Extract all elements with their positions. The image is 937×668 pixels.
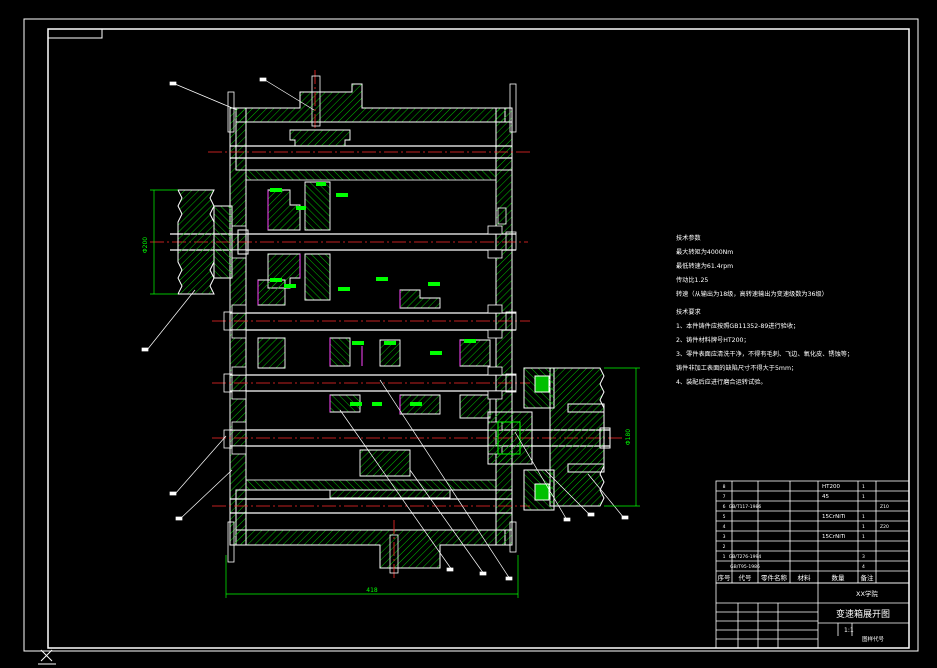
centerlines: [150, 70, 625, 580]
left-v-belt-pulley: [177, 189, 249, 295]
right-v-belt-pulley: [487, 367, 611, 511]
leader-lines: [141, 77, 629, 581]
bom-cell-mass: 1: [862, 514, 865, 520]
bom-cell-no: 6: [723, 504, 726, 510]
dimension-lines: [150, 189, 640, 598]
technical-notes: 技术参数 最大转矩为4000Nm 最低转速为61.4rpm 传动比1.25 转速…: [676, 232, 936, 390]
requirement-line: 铸件非加工表面的缺陷尺寸不得大于5mm；: [676, 365, 798, 372]
dimension-right-pulley: Φ180: [625, 429, 632, 445]
bom-header-cell: 零件名称: [761, 573, 788, 582]
param-line: 最大转矩为4000Nm: [676, 249, 734, 256]
drawing-title: 变速箱展开图: [836, 608, 890, 620]
bom-cell-mass: 1: [862, 524, 865, 530]
bom-header-cell: 代号: [739, 573, 753, 582]
bom-cell-code: GB/T95-1986: [730, 564, 760, 570]
bom-header-cell: 数量: [832, 573, 846, 582]
requirement-line: 2、铸件材料牌号HT200；: [676, 337, 750, 344]
scale-value: 1:1: [844, 627, 854, 634]
requirement-line: 3、零件表面应清洗干净，不得有毛刺、飞边、氧化皮、锈蚀等；: [676, 351, 854, 358]
param-line: 传动比1.25: [676, 277, 709, 284]
bom-cell-material: 15CrNiTi: [822, 514, 846, 520]
bom-cell-material: 15CrNiTi: [822, 534, 846, 540]
requirement-line: 4、装配后应进行磨合运转试验。: [676, 379, 767, 386]
dimension-width: 418: [366, 587, 378, 594]
bom-table: [715, 480, 910, 584]
corner-code-box: [47, 28, 103, 39]
bom-cell-no: 4: [723, 524, 726, 530]
bom-cell-no: 1: [723, 554, 726, 560]
part-number-tags: [270, 182, 476, 406]
param-line: 转速（从输出为18级，高转速输出为变速级数为36级）: [676, 291, 828, 298]
drawing-number-label: 图样代号: [862, 635, 885, 643]
dimension-left-pulley: Φ200: [142, 237, 149, 253]
bom-header-cell: 备注: [861, 573, 875, 582]
bom-cell-remark: Z10: [880, 504, 889, 510]
gearbox-housing: [229, 83, 513, 569]
requirements-heading: 技术要求: [676, 309, 701, 316]
bom-header-cell: 序号: [718, 573, 732, 582]
bom-cell-mass: 1: [862, 484, 865, 490]
bom-cell-no: 3: [723, 534, 726, 540]
bom-cell-mass: 1: [862, 494, 865, 500]
fasteners: [223, 75, 517, 574]
bom-cell-code: GB/T276-1994: [729, 554, 762, 560]
organization-label: XX学院: [856, 589, 878, 598]
gears: [257, 129, 491, 499]
bom-cell-material: HT200: [822, 484, 840, 490]
bom-cell-no: 2: [723, 544, 726, 550]
bom-cell-mass: 4: [862, 564, 865, 570]
bom-cell-no: 7: [723, 494, 726, 500]
bom-cell-no: 5: [723, 514, 726, 520]
requirement-line: 1、本件铸件应按照GB11352-89进行验收；: [676, 323, 800, 330]
bom-cell-material: 45: [822, 494, 829, 500]
bom-cell-mass: 3: [862, 554, 865, 560]
bom-header-cell: 材料: [798, 573, 812, 582]
params-heading: 技术参数: [676, 235, 701, 242]
bom-cell-mass: 1: [862, 534, 865, 540]
origin-axis-icon: [38, 649, 56, 665]
bom-cell-remark: Z20: [880, 524, 889, 530]
title-block: [715, 582, 910, 649]
param-line: 最低转速为61.4rpm: [676, 263, 734, 270]
inner-frame: [47, 28, 910, 649]
bom-cell-no: 8: [723, 484, 726, 490]
bom-cell-code: GB/T117-1986: [729, 504, 762, 510]
outer-frame: [23, 18, 919, 652]
